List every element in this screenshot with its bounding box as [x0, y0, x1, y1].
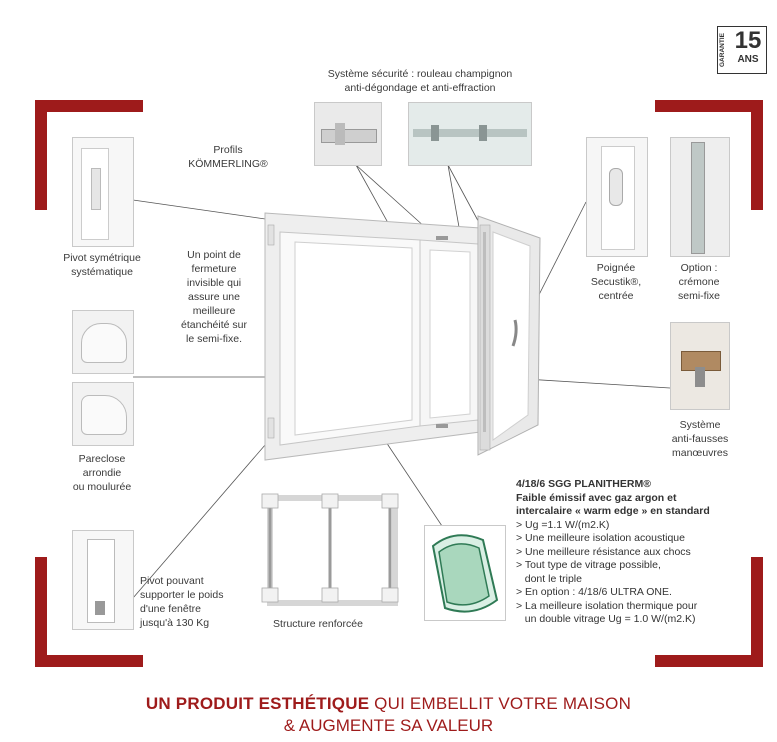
- glazing-item: > Tout type de vitrage possible, dont le…: [516, 559, 661, 585]
- glazing-item: > En option : 4/18/6 ULTRA ONE.: [516, 586, 672, 598]
- thumb-pareclose-moulure: [72, 382, 134, 446]
- guarantee-number: 15: [734, 27, 762, 54]
- footer-bold: UN PRODUIT ESTHÉTIQUE: [145, 694, 370, 713]
- bracket-top-left-v: [35, 100, 47, 210]
- glazing-item: > Une meilleure isolation acoustique: [516, 532, 685, 544]
- footer-line-1: UN PRODUIT ESTHÉTIQUE QUI EMBELLIT VOTRE…: [0, 694, 777, 714]
- bracket-bottom-left-v: [35, 557, 47, 667]
- label-pareclose: Pareclose arrondie ou moulurée: [72, 453, 132, 493]
- thumb-pivot-symetrique: [72, 137, 134, 247]
- thumb-cremone: [670, 137, 730, 257]
- label-systeme-securite: Système sécurité : rouleau champignon an…: [327, 68, 513, 94]
- glass-illustration: [431, 534, 499, 613]
- label-poignee: Poignée Secustik®, centrée: [590, 262, 642, 302]
- thumb-pareclose-arrondie: [72, 310, 134, 374]
- glazing-item: > Ug =1.1 W/(m2.K): [516, 518, 610, 531]
- label-cremone: Option : crémone semi-fixe: [677, 262, 720, 302]
- glazing-title: 4/18/6 SGG PLANITHERM®: [516, 478, 651, 490]
- window-illustration: [264, 212, 541, 461]
- thumb-vitrage: [424, 525, 506, 621]
- footer-line-2: & AUGMENTE SA VALEUR: [283, 716, 494, 735]
- bracket-bottom-left-h: [35, 655, 143, 667]
- bracket-top-right-h: [655, 100, 763, 112]
- glazing-subtitle: Faible émissif avec gaz argon et interca…: [516, 491, 710, 518]
- guarantee-unit: ANS: [737, 54, 759, 65]
- thumb-poignee: [586, 137, 648, 257]
- label-anti-fausses: Système anti-fausses manœuvres: [671, 419, 729, 459]
- label-point-fermeture: Un point de fermeture invisible qui assu…: [181, 249, 247, 345]
- label-profils: Profils KÖMMERLING®: [188, 144, 268, 170]
- glazing-item: > Une meilleure résistance aux chocs: [516, 545, 691, 558]
- structure-illustration: [261, 493, 399, 606]
- guarantee-badge: GARANTIE 15 ANS: [717, 26, 767, 74]
- bracket-top-right-v: [751, 100, 763, 210]
- label-pivot-poids: Pivot pouvant supporter le poids d'une f…: [140, 575, 224, 629]
- thumb-pivot-poids: [72, 530, 134, 630]
- thumb-anti-fausses: [670, 322, 730, 410]
- bracket-top-left-h: [35, 100, 143, 112]
- glazing-block: 4/18/6 SGG PLANITHERM® Faible émissif av…: [516, 478, 766, 627]
- thumb-rouleau-2: [408, 102, 532, 166]
- footer-rest: QUI EMBELLIT VOTRE MAISON: [369, 694, 632, 713]
- bracket-bottom-right-h: [655, 655, 763, 667]
- label-structure: Structure renforcée: [273, 618, 363, 630]
- label-pivot-symetrique: Pivot symétrique systématique: [63, 252, 141, 278]
- glazing-item: > La meilleure isolation thermique pour …: [516, 599, 698, 626]
- bracket-bottom-right-v: [751, 557, 763, 667]
- thumb-rouleau-1: [314, 102, 382, 166]
